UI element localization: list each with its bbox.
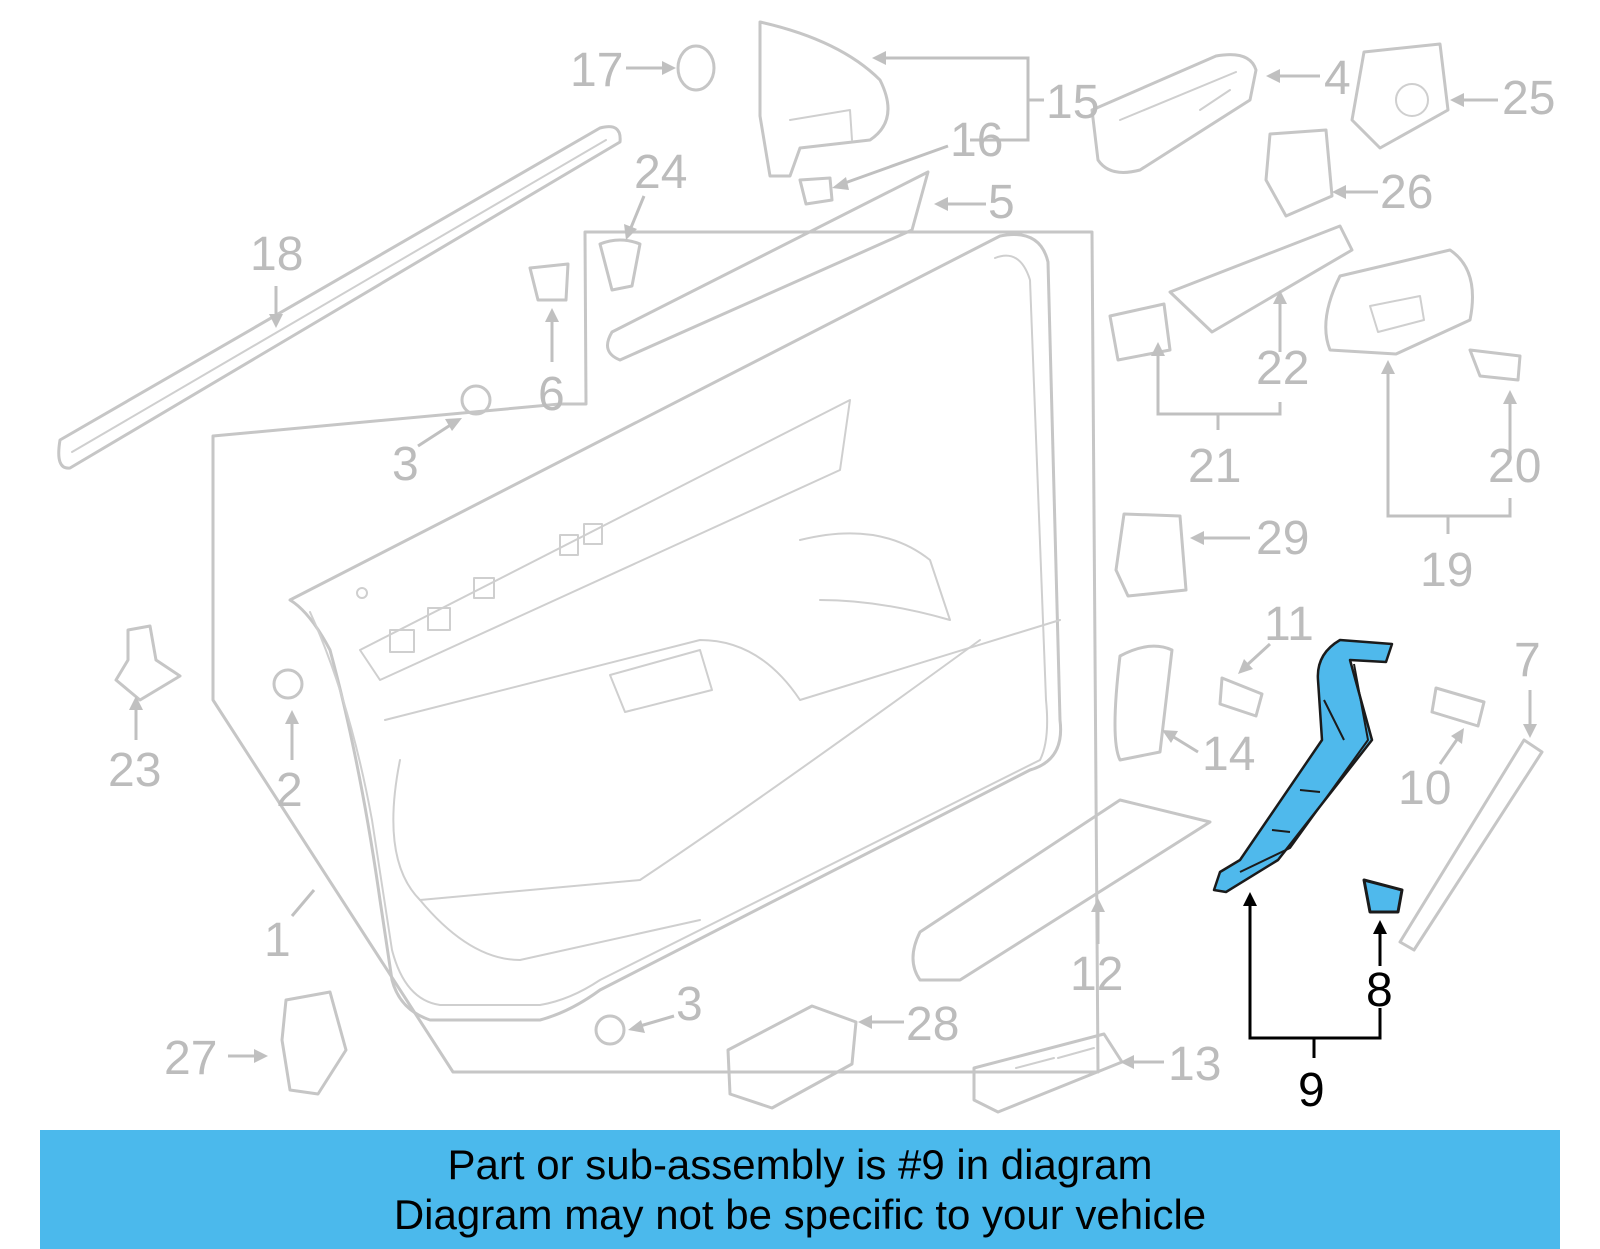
fastener-3-lower	[594, 1014, 626, 1046]
edge-trim-strip	[1398, 738, 1544, 952]
screw-11	[1218, 676, 1264, 718]
headlamp-switch	[1350, 42, 1450, 150]
bezel-14	[1113, 644, 1174, 762]
label-26: 26	[1380, 166, 1433, 219]
handle-bezel	[1324, 248, 1474, 356]
label-25: 25	[1502, 72, 1555, 125]
mirror-corner-trim	[758, 20, 890, 178]
label-13: 13	[1168, 1038, 1221, 1091]
label-9: 9	[1298, 1064, 1325, 1117]
callout-labels: 17 15 16 5 4 25 26 24 18 6 3 22 21 20 19…	[108, 44, 1555, 1117]
lower-trim-strip	[911, 798, 1212, 982]
label-21: 21	[1188, 440, 1241, 493]
screw-10	[1430, 686, 1486, 728]
label-12: 12	[1070, 948, 1123, 1001]
highlighted-part-9	[1212, 638, 1394, 894]
door-trim-panel	[211, 230, 1100, 1074]
label-17: 17	[570, 44, 623, 97]
label-8: 8	[1366, 964, 1393, 1017]
upper-trim-strip	[606, 170, 930, 362]
label-28: 28	[906, 998, 959, 1051]
label-14: 14	[1202, 728, 1255, 781]
label-10: 10	[1398, 762, 1451, 815]
fastener-3-upper	[460, 384, 492, 416]
highlight-leader-lines	[1243, 892, 1387, 1058]
label-3-lower: 3	[676, 978, 703, 1031]
clip-8	[1362, 878, 1404, 914]
leader-lines	[129, 51, 1537, 1069]
switch-panel	[972, 1032, 1124, 1114]
label-5: 5	[988, 176, 1015, 229]
label-23: 23	[108, 744, 161, 797]
label-1: 1	[264, 914, 291, 967]
label-27: 27	[164, 1032, 217, 1085]
switch-bezel	[1114, 512, 1188, 598]
clip-23	[114, 624, 182, 702]
label-16: 16	[950, 114, 1003, 167]
label-11: 11	[1264, 598, 1314, 651]
clip-16	[798, 176, 834, 206]
inner-door-handle	[1090, 53, 1258, 174]
label-18: 18	[250, 228, 303, 281]
mirror-switch	[1264, 128, 1334, 218]
clip-6	[528, 262, 570, 302]
belt-molding-strip	[57, 125, 622, 470]
window-switch	[280, 990, 348, 1096]
label-2: 2	[276, 764, 303, 817]
label-7: 7	[1514, 634, 1541, 687]
pull-handle	[1108, 224, 1354, 362]
label-19: 19	[1420, 544, 1473, 597]
label-20: 20	[1488, 440, 1541, 493]
label-6: 6	[538, 368, 565, 421]
grommet-17	[676, 44, 716, 92]
banner-line-1: Part or sub-assembly is #9 in diagram	[447, 1141, 1153, 1188]
screw-20	[1468, 348, 1522, 382]
label-24: 24	[634, 146, 687, 199]
info-banner: Part or sub-assembly is #9 in diagram Di…	[40, 1130, 1560, 1249]
label-22: 22	[1256, 342, 1309, 395]
label-3-upper: 3	[392, 438, 419, 491]
master-window-switch	[726, 1004, 858, 1110]
banner-line-2: Diagram may not be specific to your vehi…	[393, 1191, 1207, 1238]
label-29: 29	[1256, 512, 1309, 565]
fastener-24	[598, 238, 642, 292]
fastener-2	[272, 668, 304, 700]
label-15: 15	[1046, 76, 1099, 129]
label-4: 4	[1324, 52, 1351, 105]
